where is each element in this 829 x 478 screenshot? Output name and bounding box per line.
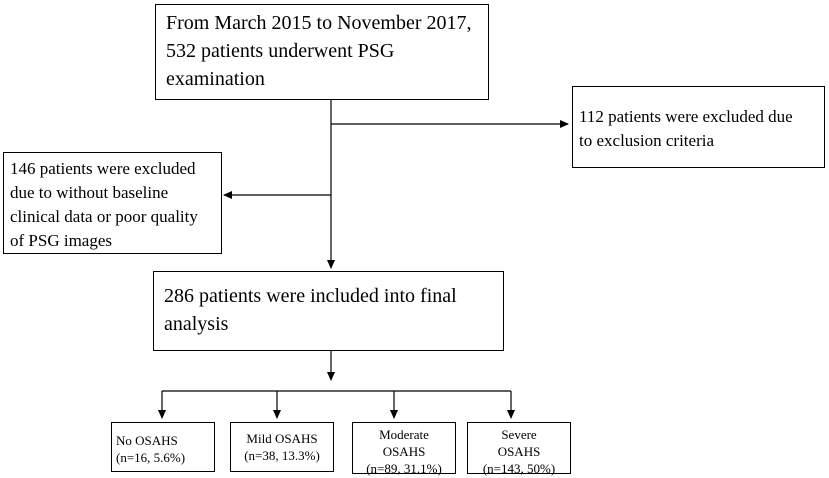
group-box-mild-osahs: Mild OSAHS (n=38, 13.3%) (230, 422, 334, 472)
group-box-moderate-osahs: Moderate OSAHS (n=89, 31.1%) (352, 422, 456, 476)
included-box: 286 patients were included into final an… (153, 271, 504, 351)
excluded-left-box: 146 patients were excluded due to withou… (3, 152, 222, 254)
group-box-severe-osahs: Severe OSAHS (n=143, 50%) (467, 422, 571, 476)
group-box-no-osahs: No OSAHS (n=16, 5.6%) (111, 422, 215, 472)
screening-box: From March 2015 to November 2017, 532 pa… (155, 4, 489, 100)
excluded-right-box: 112 patients were excluded due to exclus… (572, 86, 825, 168)
